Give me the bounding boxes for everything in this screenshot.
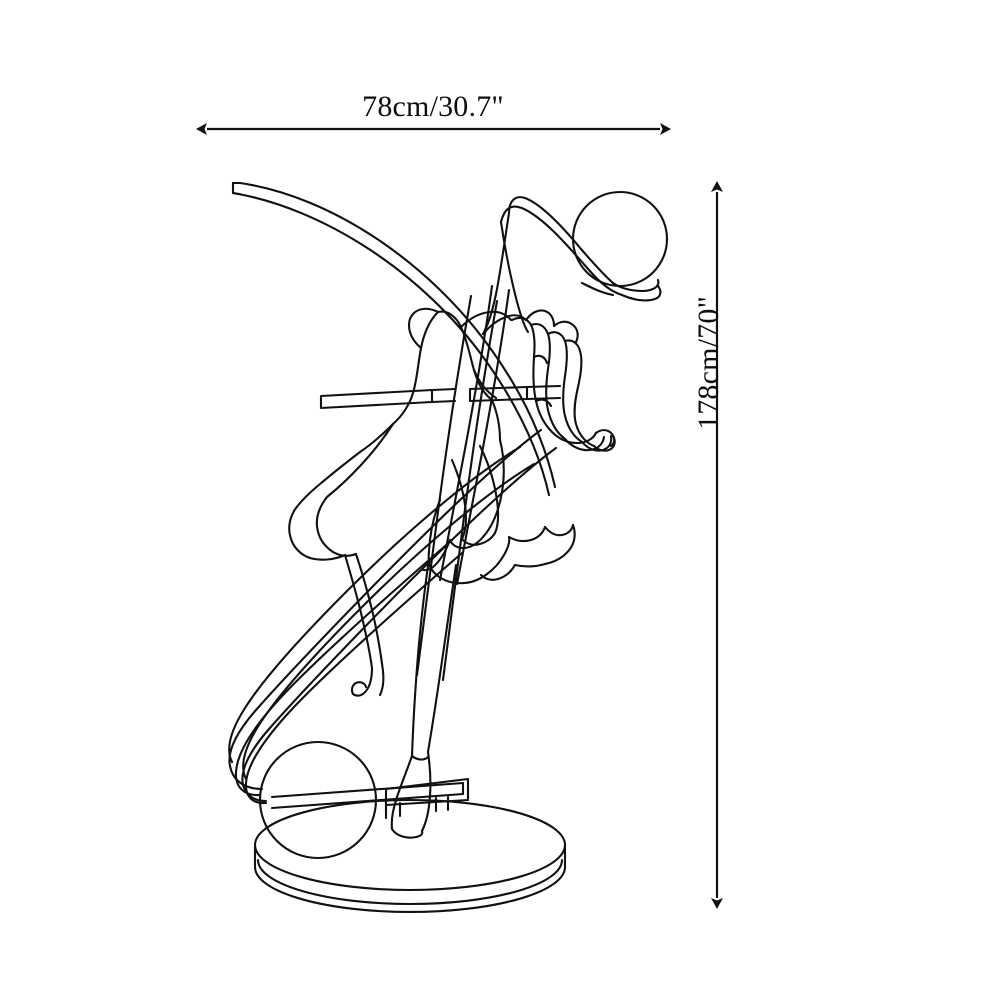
- ribbon-inner-loop: [228, 445, 536, 781]
- cross-bar: [319, 384, 562, 410]
- lamp-illustration: [228, 181, 669, 914]
- ribbon-back-tail: [438, 284, 511, 586]
- figure-forearm: [481, 211, 530, 336]
- ribbon-outer-strand: [234, 538, 464, 805]
- ribbon-diagonal-wrap: [228, 428, 558, 803]
- support-rod: [415, 294, 499, 682]
- figure-hair: [510, 316, 616, 452]
- figure-calf-left: [343, 552, 385, 697]
- oval-base: [253, 798, 567, 914]
- width-dimension-label: 78cm/30.7": [362, 90, 504, 123]
- height-dimension-label: 178cm/70": [692, 295, 725, 430]
- figure-raised-knee: [450, 444, 500, 546]
- figure-upper-arm: [499, 196, 662, 302]
- lower-globe: [258, 740, 378, 860]
- figure-standing-leg: [390, 557, 458, 839]
- figure-thigh-left: [288, 422, 395, 561]
- upper-globe: [571, 190, 669, 288]
- figure-hip-flare: [421, 438, 576, 585]
